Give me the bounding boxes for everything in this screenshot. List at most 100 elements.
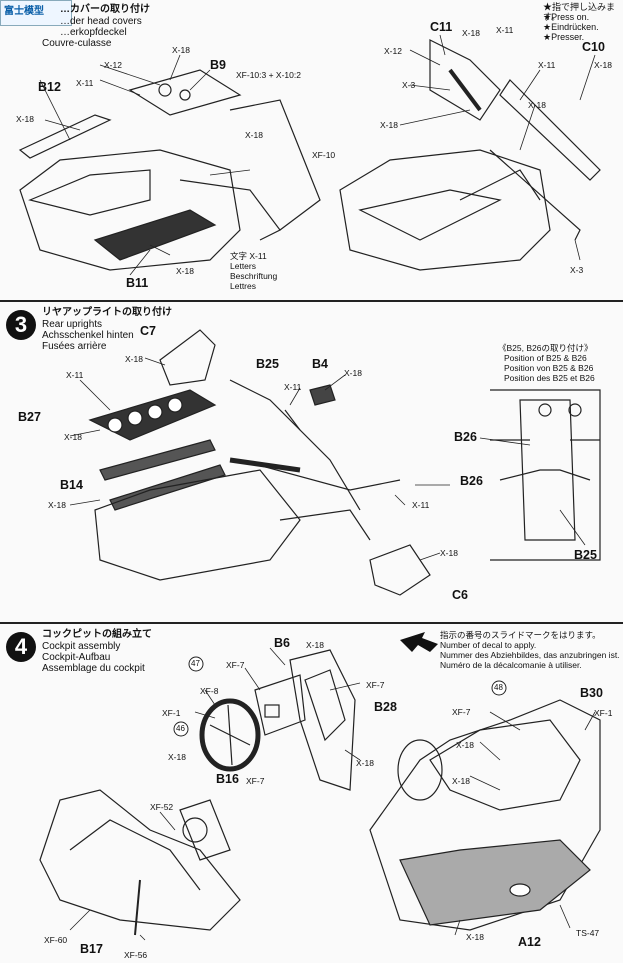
callout-s4-7: XF-7 [246,776,265,786]
letters-note-fr: Lettres [230,281,256,291]
part-B14: B14 [60,478,83,492]
part-B16: B16 [216,772,239,786]
callout-s2-11: X-11 [496,25,514,35]
part-B30: B30 [580,686,603,700]
callout-s4-1: X-18 [306,640,324,650]
decal-46: 46 [176,724,185,733]
callout-s4-15: X-18 [452,776,470,786]
callout-s2-4: X-18 [16,114,34,124]
callout-s2-16: X-18 [528,100,546,110]
part-B9: B9 [210,58,226,72]
callout-s4-11: XF-56 [124,950,148,960]
part-C6: C6 [452,588,468,602]
part-C10: C10 [582,40,605,54]
callout-s2-1: X-12 [104,60,122,70]
divider-2 [0,622,623,624]
callout-s2-3: X-11 [76,78,94,88]
decal-47: 47 [191,659,200,668]
callout-s4-8: X-18 [356,758,374,768]
letters-note-de: Beschriftung [230,271,278,281]
part-B27: B27 [18,410,41,424]
part-B25: B25 [256,357,279,371]
decal-note-en: Number of decal to apply. [440,640,537,650]
callout-s2-9: X-12 [384,46,402,56]
step2-title-en: …der head covers [60,16,142,27]
callout-s4-17: TS-47 [576,928,600,938]
callout-s3-5: X-18 [64,432,82,442]
step4-title-de: Cockpit-Aufbau [42,652,111,663]
step2-title-jp: …カバーの取り付け [60,4,150,15]
callout-s3-2: X-11 [66,370,84,380]
inset-part-B25: B25 [574,548,597,562]
callout-s4-5: XF-1 [162,708,181,718]
step4-title-jp: コックピットの組み立て [42,629,152,640]
watermark-logo: 富士模型 [0,0,72,26]
step4-title-fr: Assemblage du cockpit [42,663,145,674]
callout-s2-12: X-3 [402,80,416,90]
callout-s4-13: X-18 [456,740,474,750]
part-A12: A12 [518,935,541,949]
part-B4: B4 [312,357,328,371]
callout-s2-15: X-18 [594,60,612,70]
callout-s4-12: XF-7 [452,707,471,717]
callout-s4-9: XF-52 [150,802,174,812]
step3-title-en: Rear uprights [42,319,103,330]
step2-title-fr: Couvre-culasse [42,38,112,49]
callout-s3-4: X-18 [344,368,362,378]
callout-s2-17: X-3 [570,265,584,275]
inset-title-en: Position of B25 & B26 [504,353,587,363]
callout-s4-4: XF-8 [200,686,219,696]
letters-note-en: Letters [230,261,256,271]
part-B28: B28 [374,700,397,714]
press-note-jp: ★指で押し込みます。 [543,2,616,22]
callout-s3-3: X-11 [284,382,302,392]
callout-s3-7: X-11 [412,500,430,510]
watermark-text: 富士模型 [4,6,44,17]
inset-title-jp: 《B25, B26の取り付け》 [498,343,593,353]
part-B6: B6 [274,636,290,650]
decal-48: 48 [494,683,503,692]
step4-number: 4 [6,632,36,662]
inset-part-B26: B26 [454,430,477,444]
callout-s4-10: XF-60 [44,935,68,945]
callout-s2-2: X-18 [172,45,190,55]
step3-title-jp: リヤアップライトの取り付け [42,307,172,318]
callout-s4-2: XF-7 [226,660,245,670]
callout-s2-8: X-18 [176,266,194,276]
part-B26: B26 [460,474,483,488]
step2-illustration [18,34,601,276]
callout-s2-10: X-18 [462,28,480,38]
step3-title-fr: Fusées arrière [42,341,107,352]
part-B11: B11 [126,276,149,290]
callout-s4-3: XF-7 [366,680,385,690]
callout-s4-14: XF-1 [594,708,613,718]
part-C7: C7 [140,324,156,338]
callout-s4-16: X-18 [466,932,484,942]
callout-s2-7: XF-10 [312,150,336,160]
press-note-de: ★Eindrücken. [543,22,599,32]
decal-note-de: Nummer des Abziehbildes, das anzubringen… [440,650,620,660]
decal-note-fr: Numéro de la décalcomanie à utiliser. [440,660,582,670]
callout-s3-1: X-18 [125,354,143,364]
divider-1 [0,300,623,302]
callout-s2-14: X-18 [380,120,398,130]
letters-note-jp: 文字 X-11 [230,251,267,261]
callout-s4-6: X-18 [168,752,186,762]
callout-s2-5: X-18 [245,130,263,140]
decal-note-jp: 指示の番号のスライドマークをはります。 [440,630,601,640]
press-note-fr: ★Presser. [543,32,585,42]
step4-title-en: Cockpit assembly [42,641,121,652]
part-B17: B17 [80,942,103,956]
part-C11: C11 [430,20,453,34]
step2-title-de: …erkopfdeckel [60,27,127,38]
callout-s3-8: X-18 [440,548,458,558]
step3-title-de: Achsschenkel hinten [42,330,134,341]
part-B12: B12 [38,80,61,94]
inset-title-de: Position von B25 & B26 [504,363,594,373]
callout-s3-6: X-18 [48,500,66,510]
press-note-en: ★Press on. [543,12,590,22]
callout-s2-6: XF-10:3 + X-10:2 [236,70,301,80]
callout-s2-13: X-11 [538,60,556,70]
inset-title-fr: Position des B25 et B26 [504,373,595,383]
